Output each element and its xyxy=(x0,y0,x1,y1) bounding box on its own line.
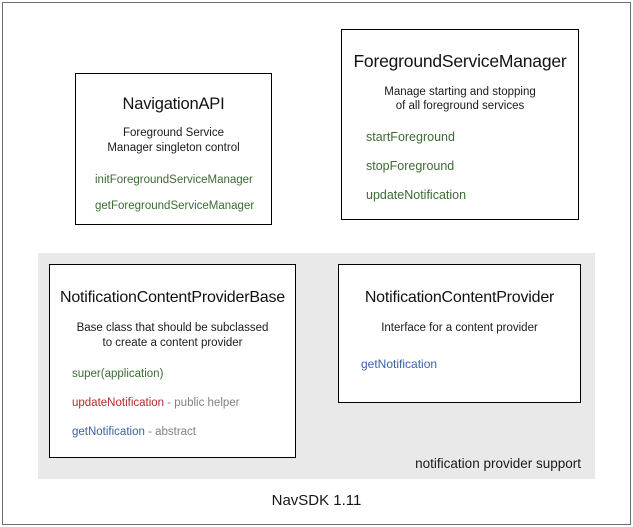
class-member[interactable]: updateNotification xyxy=(366,187,568,203)
member-list-notification-content-provider: getNotification xyxy=(347,356,572,371)
class-description-notification-content-provider: Interface for a content provider xyxy=(381,321,538,334)
member-list-notification-content-provider-base: super(application) updateNotification - … xyxy=(58,368,287,454)
class-member[interactable]: super(application) xyxy=(72,368,287,381)
class-box-notification-content-provider-base[interactable]: NotificationContentProviderBase Base cla… xyxy=(49,264,296,458)
slide-caption: NavSDK 1.11 xyxy=(271,492,362,509)
class-title-notification-content-provider-base: NotificationContentProviderBase xyxy=(59,289,286,306)
member-list-navigation-api: initForegroundServiceManager getForegrou… xyxy=(86,174,261,224)
class-member[interactable]: initForegroundServiceManager xyxy=(95,174,261,187)
class-box-navigation-api[interactable]: NavigationAPI Foreground Service Manager… xyxy=(75,73,272,225)
class-title-notification-content-provider: NotificationContentProvider xyxy=(364,289,555,306)
class-member[interactable]: updateNotification - public helper xyxy=(72,397,287,410)
class-description-notification-content-provider-base: Base class that should be subclassed to … xyxy=(76,321,269,349)
class-member[interactable]: stopForeground xyxy=(366,158,568,174)
class-member[interactable]: startForeground xyxy=(366,130,568,145)
class-title-navigation-api: NavigationAPI xyxy=(122,95,225,113)
class-member-name: super(application) xyxy=(72,368,164,381)
member-list-foreground-service-manager: startForeground stopForeground updateNot… xyxy=(352,130,568,217)
class-member-name: startForeground xyxy=(366,130,455,145)
class-member-name: updateNotification xyxy=(72,396,165,409)
class-member-name: getForegroundServiceManager xyxy=(95,199,255,212)
class-member-name: getNotification xyxy=(361,356,438,371)
class-member[interactable]: getForegroundServiceManager xyxy=(95,200,261,213)
class-title-foreground-service-manager: ForegroundServiceManager xyxy=(353,51,567,71)
class-description-foreground-service-manager: Manage starting and stopping of all fore… xyxy=(384,85,536,113)
class-member[interactable]: getNotification - abstract xyxy=(72,426,287,439)
class-member-note: - public helper xyxy=(164,396,240,409)
class-box-foreground-service-manager[interactable]: ForegroundServiceManager Manage starting… xyxy=(341,29,579,220)
class-member-name: getNotification xyxy=(72,425,145,438)
class-member-name: initForegroundServiceManager xyxy=(95,173,253,186)
group-panel-label: notification provider support xyxy=(415,456,581,471)
class-member-note: - abstract xyxy=(144,425,197,438)
class-member-name: updateNotification xyxy=(366,187,467,202)
class-box-notification-content-provider[interactable]: NotificationContentProvider Interface fo… xyxy=(338,264,581,403)
group-panel-notification-provider-support: NotificationContentProviderBase Base cla… xyxy=(38,253,595,479)
class-description-navigation-api: Foreground Service Manager singleton con… xyxy=(107,127,240,155)
class-member-name: stopForeground xyxy=(366,158,455,173)
class-member[interactable]: getNotification xyxy=(361,356,572,371)
